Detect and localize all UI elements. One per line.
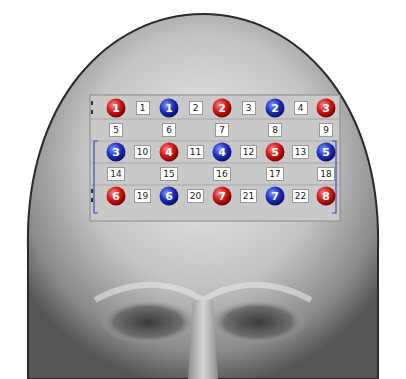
channel-number: 4: [294, 101, 308, 115]
channel-label: 9: [323, 125, 329, 135]
optode-label: 4: [218, 146, 226, 159]
channel-number: 3: [242, 101, 256, 115]
channel-number: 18: [317, 167, 334, 181]
brow-ridge: [95, 285, 311, 300]
source-optode: 6: [106, 186, 126, 206]
channel-number: 15: [160, 167, 177, 181]
detector-optode: 2: [265, 98, 285, 118]
channel-number: 22: [292, 189, 309, 203]
detector-optode: 6: [159, 186, 179, 206]
channel-label: 20: [190, 191, 201, 201]
source-optode: 8: [316, 186, 336, 206]
channel-label: 16: [216, 169, 227, 179]
channel-label: 10: [137, 147, 148, 157]
channel-number: 6: [162, 123, 176, 137]
optode-label: 6: [112, 190, 120, 203]
channel-label: 22: [295, 191, 306, 201]
source-optode: 3: [316, 98, 336, 118]
channel-number: 19: [134, 189, 151, 203]
channel-label: 11: [190, 147, 201, 157]
optode-label: 7: [218, 190, 226, 203]
channel-number: 11: [187, 145, 204, 159]
optode-label: 3: [322, 102, 330, 115]
nose: [188, 300, 218, 379]
channel-label: 2: [193, 103, 199, 113]
detector-optode: 1: [159, 98, 179, 118]
row-marker: [91, 101, 93, 202]
eye-socket: [100, 300, 196, 344]
channel-label: 21: [243, 191, 254, 201]
source-optode: 1: [106, 98, 126, 118]
eye-socket: [210, 300, 306, 344]
channel-label: 15: [163, 169, 174, 179]
channel-label: 5: [113, 125, 119, 135]
optode-label: 4: [165, 146, 173, 159]
detector-optode: 5: [316, 142, 336, 162]
optode-label: 1: [112, 102, 120, 115]
channel-number: 20: [187, 189, 204, 203]
detector-optode: 7: [265, 186, 285, 206]
optode-label: 5: [271, 146, 279, 159]
optode-label: 2: [271, 102, 279, 115]
channel-number: 7: [215, 123, 229, 137]
channel-number: 14: [107, 167, 124, 181]
optode-label: 2: [218, 102, 226, 115]
optode-label: 1: [165, 102, 173, 115]
optode-label: 6: [165, 190, 173, 203]
source-optode: 2: [212, 98, 232, 118]
channel-label: 1: [140, 103, 146, 113]
channel-number: 8: [268, 123, 282, 137]
channel-number: 17: [266, 167, 283, 181]
optode-label: 3: [112, 146, 120, 159]
optode-label: 5: [322, 146, 330, 159]
channel-label: 4: [298, 103, 304, 113]
channel-label: 8: [272, 125, 278, 135]
source-optode: 7: [212, 186, 232, 206]
channel-label: 7: [219, 125, 225, 135]
source-optode: 5: [265, 142, 285, 162]
channel-label: 3: [246, 103, 252, 113]
channel-label: 13: [295, 147, 306, 157]
bracket: [94, 141, 336, 213]
channel-label: 14: [110, 169, 121, 179]
optode-label: 7: [271, 190, 279, 203]
channel-label: 17: [269, 169, 280, 179]
probe-panel: [90, 95, 340, 221]
channel-number: 1: [136, 101, 150, 115]
channel-label: 6: [166, 125, 172, 135]
panel-grid: [90, 119, 340, 185]
channel-number: 2: [189, 101, 203, 115]
channel-label: 18: [320, 169, 331, 179]
channel-label: 19: [137, 191, 148, 201]
channel-number: 9: [319, 123, 333, 137]
channel-number: 12: [240, 145, 257, 159]
channel-number: 16: [213, 167, 230, 181]
detector-optode: 3: [106, 142, 126, 162]
head-outline: [28, 14, 378, 379]
detector-optode: 4: [212, 142, 232, 162]
channel-label: 12: [243, 147, 254, 157]
optode-label: 8: [322, 190, 330, 203]
source-optode: 4: [159, 142, 179, 162]
channel-number: 13: [292, 145, 309, 159]
channel-number: 5: [109, 123, 123, 137]
channel-number: 21: [240, 189, 257, 203]
channel-number: 10: [134, 145, 151, 159]
